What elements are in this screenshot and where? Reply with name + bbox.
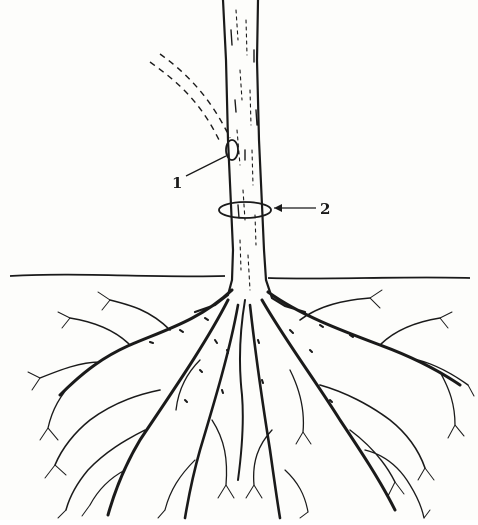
ground-line bbox=[10, 275, 470, 279]
leader-line-1 bbox=[186, 156, 226, 176]
root-system bbox=[28, 290, 474, 518]
label-2: 2 bbox=[320, 200, 330, 218]
arrow-head-icon bbox=[274, 204, 282, 212]
dashed-guide-lines bbox=[150, 54, 230, 142]
label-1: 1 bbox=[172, 174, 182, 192]
marker-2: 2 bbox=[219, 200, 330, 218]
tree-trunk bbox=[195, 0, 305, 312]
